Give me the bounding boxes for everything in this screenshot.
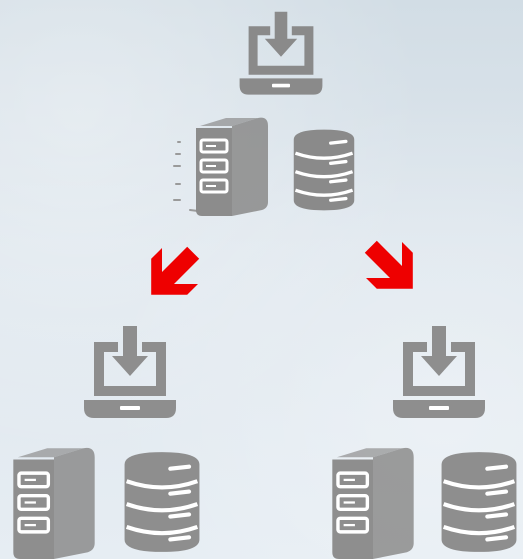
node-top [0, 0, 523, 230]
laptop-download-icon [80, 324, 180, 424]
server-rack-icon [192, 116, 272, 216]
database-icon [435, 450, 523, 554]
node-bottom-right [263, 320, 523, 559]
database-icon [284, 128, 364, 212]
arrow-down-right-icon [360, 236, 420, 296]
server-rack-icon [327, 446, 419, 559]
laptop-download-icon [389, 324, 489, 424]
node-bottom-left [0, 320, 260, 559]
laptop-download-icon [236, 10, 326, 100]
database-icon [118, 450, 206, 554]
arrow-down-left-icon [142, 242, 206, 302]
server-rack-icon [8, 446, 100, 559]
